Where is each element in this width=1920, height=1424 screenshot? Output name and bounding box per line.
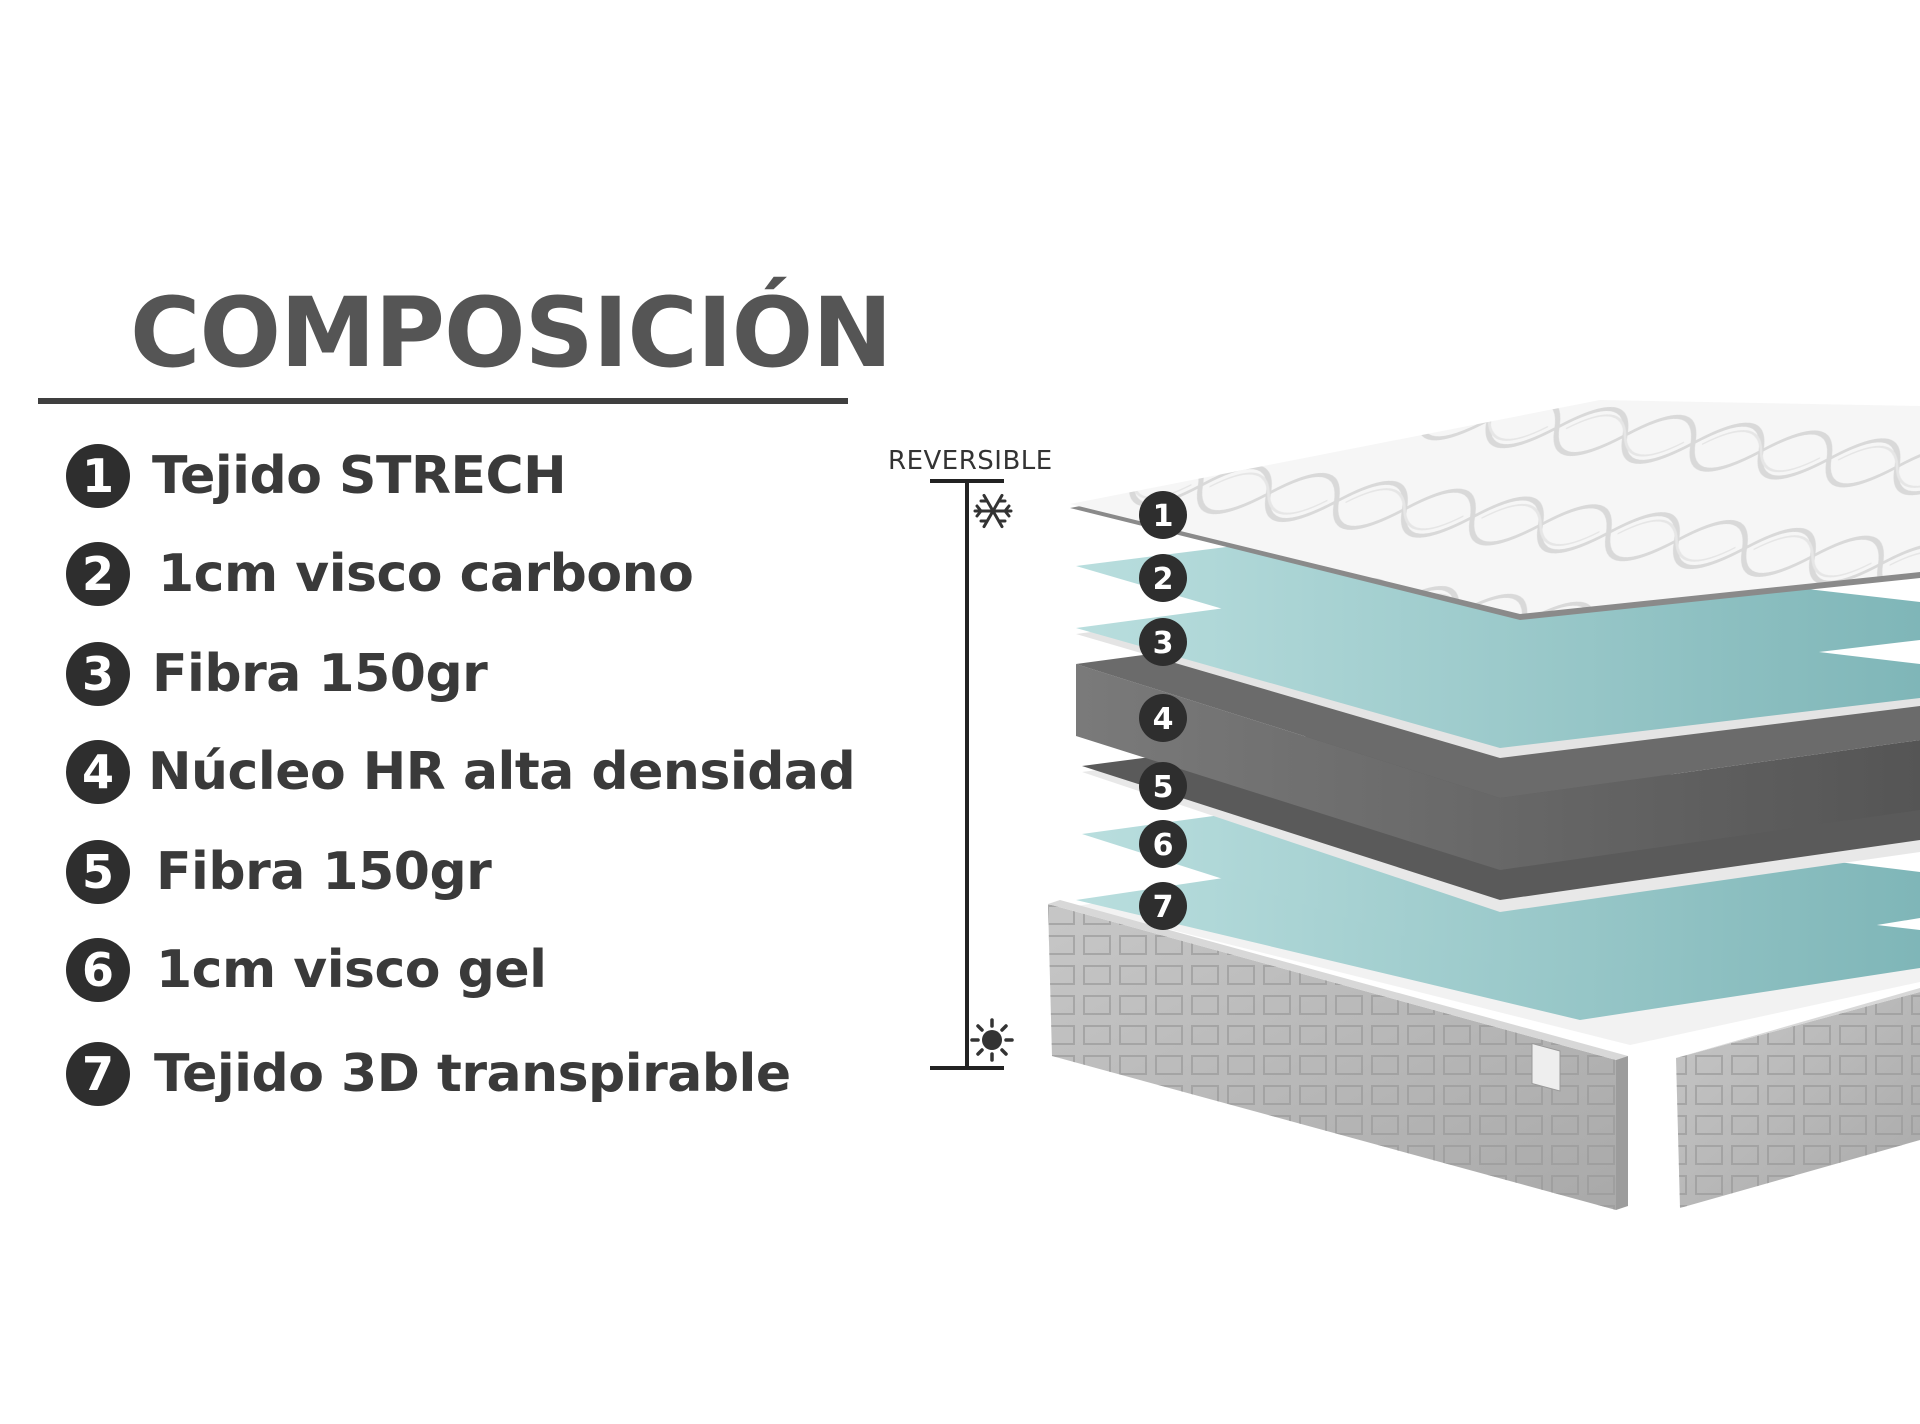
legend-item-4: 4 Núcleo HR alta densidad bbox=[66, 740, 856, 804]
diagram-badge-1: 1 bbox=[1139, 491, 1187, 539]
reversible-bracket bbox=[930, 479, 1004, 1070]
svg-text:6: 6 bbox=[1153, 828, 1174, 863]
diagram-badge-4: 4 bbox=[1139, 694, 1187, 742]
title-underline bbox=[38, 398, 848, 404]
layer-label: Tejido STRECH bbox=[152, 446, 567, 506]
svg-text:4: 4 bbox=[1153, 702, 1174, 737]
diagram-badges: 1 2 3 4 5 6 7 bbox=[1139, 491, 1187, 930]
legend-item-5: 5 Fibra 150gr bbox=[66, 840, 492, 904]
number-badge: 4 bbox=[66, 740, 130, 804]
number-badge: 7 bbox=[66, 1042, 130, 1106]
layer-label: Fibra 150gr bbox=[152, 644, 488, 704]
number-badge: 5 bbox=[66, 840, 130, 904]
number-badge: 2 bbox=[66, 542, 130, 606]
layer-label: 1cm visco gel bbox=[156, 940, 547, 1000]
legend-item-3: 3 Fibra 150gr bbox=[66, 642, 488, 706]
sun-icon bbox=[970, 1018, 1014, 1062]
svg-text:5: 5 bbox=[1153, 770, 1174, 805]
page-title: COMPOSICIÓN bbox=[130, 277, 893, 389]
svg-text:1: 1 bbox=[1153, 499, 1174, 534]
svg-text:3: 3 bbox=[1153, 626, 1174, 661]
reversible-label: REVERSIBLE bbox=[888, 446, 1053, 476]
layer-label: Fibra 150gr bbox=[156, 842, 492, 902]
svg-text:7: 7 bbox=[1153, 890, 1174, 925]
layer-label: Núcleo HR alta densidad bbox=[148, 742, 856, 802]
svg-text:2: 2 bbox=[1153, 562, 1174, 597]
diagram-badge-2: 2 bbox=[1139, 554, 1187, 602]
legend-item-1: 1 Tejido STRECH bbox=[66, 444, 567, 508]
border-fabric-panel-left bbox=[1048, 900, 1628, 1210]
border-fabric-panel-right bbox=[1676, 988, 1920, 1208]
brand-label bbox=[1531, 1042, 1561, 1092]
legend-item-6: 6 1cm visco gel bbox=[66, 938, 547, 1002]
diagram-badge-6: 6 bbox=[1139, 820, 1187, 868]
diagram-badge-7: 7 bbox=[1139, 882, 1187, 930]
legend-item-2: 2 1cm visco carbono bbox=[66, 542, 694, 606]
layer-label: Tejido 3D transpirable bbox=[154, 1044, 791, 1104]
snowflake-icon bbox=[973, 493, 1013, 529]
diagram-badge-3: 3 bbox=[1139, 618, 1187, 666]
number-badge: 1 bbox=[66, 444, 130, 508]
number-badge: 6 bbox=[66, 938, 130, 1002]
diagram-badge-5: 5 bbox=[1139, 762, 1187, 810]
legend-item-7: 7 Tejido 3D transpirable bbox=[66, 1042, 791, 1106]
layer-label: 1cm visco carbono bbox=[158, 544, 694, 604]
number-badge: 3 bbox=[66, 642, 130, 706]
layer-1-tejido-strech bbox=[1070, 400, 1920, 620]
